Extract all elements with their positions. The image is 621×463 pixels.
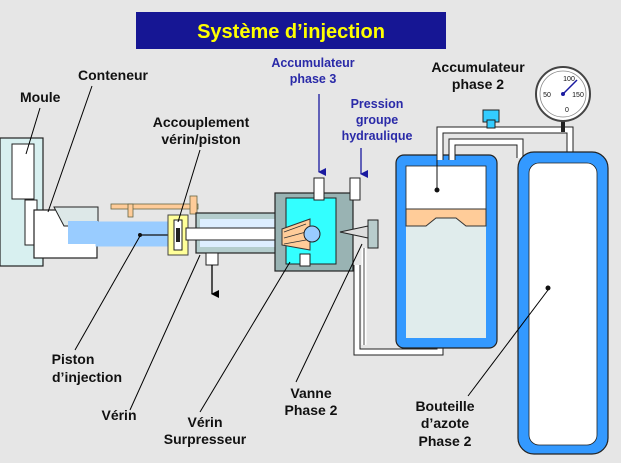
container xyxy=(33,206,99,259)
booster-block xyxy=(274,177,361,272)
label-accumulateur-phase2-2: phase 2 xyxy=(452,76,504,92)
label-surpresseur-1: Vérin xyxy=(187,414,222,430)
label-bouteille-3: Phase 2 xyxy=(419,433,472,449)
accumulator-phase2 xyxy=(395,140,498,349)
label-vanne-2: Phase 2 xyxy=(285,402,338,418)
label-pression-3: hydraulique xyxy=(342,129,413,143)
coupling xyxy=(167,214,189,256)
gauge-tick-0: 0 xyxy=(565,107,569,114)
label-bouteille-1: Bouteille xyxy=(415,398,474,414)
gauge-needle xyxy=(562,79,578,95)
label-conteneur: Conteneur xyxy=(78,67,149,83)
valve-phase2 xyxy=(339,219,379,345)
control-rod xyxy=(110,195,199,218)
label-moule: Moule xyxy=(20,89,61,105)
mould xyxy=(0,137,44,267)
label-pression-1: Pression xyxy=(351,97,404,111)
label-bouteille-2: d’azote xyxy=(421,415,469,431)
nitrogen-bottle xyxy=(517,151,609,455)
title-banner: Système d’injection xyxy=(136,12,446,49)
gauge-tick-50: 50 xyxy=(543,92,551,99)
leader-lines xyxy=(25,85,549,413)
pressure-gauge: 100 50 150 0 xyxy=(535,66,591,122)
label-accouplement-1: Accouplement xyxy=(153,114,250,130)
label-accouplement-2: vérin/piston xyxy=(161,131,240,147)
label-surpresseur-2: Surpresseur xyxy=(164,431,247,447)
label-accumulateur-phase3-2: phase 3 xyxy=(290,72,337,86)
labels: Moule Conteneur Accouplement vérin/pisto… xyxy=(20,56,525,449)
page-title: Système d’injection xyxy=(197,21,385,43)
label-vanne-1: Vanne xyxy=(290,385,331,401)
gauge-tick-150: 150 xyxy=(572,92,584,99)
gauge-tick-100: 100 xyxy=(563,76,575,83)
label-accumulateur-phase3-1: Accumulateur xyxy=(271,56,354,70)
hydraulic-arrows xyxy=(318,94,368,178)
hydraulic-cylinder xyxy=(185,212,289,298)
label-pression-2: groupe xyxy=(356,113,398,127)
label-piston-2: d’injection xyxy=(52,369,122,385)
nitrogen-pipes xyxy=(436,109,574,160)
label-accumulateur-phase2-1: Accumulateur xyxy=(431,59,525,75)
label-piston-1: Piston xyxy=(52,351,95,367)
label-verin: Vérin xyxy=(101,407,136,423)
